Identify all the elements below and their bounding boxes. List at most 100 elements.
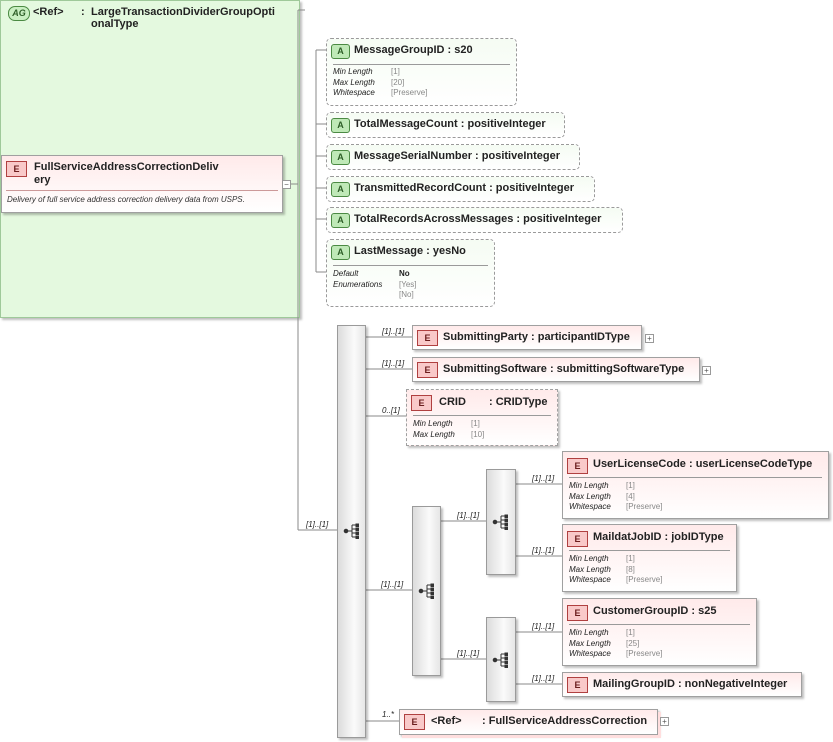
facet-value: [Yes] — [399, 279, 417, 289]
attribute-badge: A — [331, 118, 350, 133]
facet-key: Whitespace — [569, 575, 611, 584]
attribute-badge: A — [331, 150, 350, 165]
root-element-box[interactable]: E FullServiceAddressCorrectionDeliv ery … — [1, 155, 283, 213]
facet-value: [1] — [626, 554, 635, 563]
sequence-icon — [492, 652, 508, 668]
cardinality: [1]..[1] — [532, 674, 555, 683]
element-maildat-job-id[interactable]: E MaildatJobID : jobIDType Min Length Ma… — [562, 524, 737, 592]
expand-toggle[interactable]: + — [645, 334, 654, 343]
cardinality: [1]..[1] — [532, 474, 555, 483]
attribute-group-type-line1: LargeTransactionDividerGroupOpti — [91, 6, 275, 18]
element-facets: Min Length Max Length [1] [10] — [413, 419, 484, 440]
element-mailing-group-id[interactable]: E MailingGroupID : nonNegativeInteger — [562, 672, 802, 697]
facet-key: Min Length — [569, 481, 609, 490]
inner-sequence[interactable] — [412, 506, 441, 676]
element-type: : FullServiceAddressCorrection — [482, 715, 648, 727]
element-type: : CRIDType — [489, 396, 548, 408]
attribute-badge: A — [331, 44, 350, 59]
facet-value: [8] — [626, 564, 635, 574]
attribute-name: TransmittedRecordCount : positiveInteger — [354, 182, 575, 194]
expand-toggle[interactable]: + — [660, 717, 669, 726]
sequence-icon — [492, 514, 508, 530]
element-submitting-party[interactable]: E SubmittingParty : participantIDType — [412, 325, 642, 350]
facet-value: [1] — [626, 481, 635, 490]
attribute-name: MessageSerialNumber : positiveInteger — [354, 150, 561, 162]
element-ref-label: <Ref> — [431, 715, 462, 727]
attribute-group-ref: <Ref> : LargeTransactionDividerGroupOpti… — [33, 6, 275, 30]
attribute-transmitted-record-count[interactable]: A TransmittedRecordCount : positiveInteg… — [326, 176, 595, 202]
element-user-license-code[interactable]: E UserLicenseCode : userLicenseCodeType … — [562, 451, 829, 519]
cardinality: [1]..[1] — [382, 359, 405, 368]
element-submitting-software[interactable]: E SubmittingSoftware : submittingSoftwar… — [412, 357, 700, 382]
sub-sequence-2[interactable] — [486, 617, 516, 702]
facet-value: [1] — [391, 67, 400, 76]
element-name: MailingGroupID : nonNegativeInteger — [593, 678, 788, 690]
cardinality: [1]..[1] — [532, 546, 555, 555]
element-name: SubmittingSoftware : submittingSoftwareT… — [443, 363, 685, 375]
facet-key: Min Length — [569, 628, 609, 637]
root-element-name-line1: FullServiceAddressCorrectionDeliv — [34, 161, 219, 173]
sub-sequence-1[interactable] — [486, 469, 516, 575]
root-element-documentation: Delivery of full service address correct… — [7, 195, 245, 204]
element-name: UserLicenseCode : userLicenseCodeType — [593, 458, 813, 470]
attribute-last-message[interactable]: A LastMessage : yesNo Default Enumeratio… — [326, 239, 495, 307]
expand-toggle[interactable]: + — [702, 366, 711, 375]
facet-value: [Preserve] — [626, 575, 663, 584]
facet-value: [25] — [626, 638, 640, 648]
attribute-total-message-count[interactable]: A TotalMessageCount : positiveInteger — [326, 112, 565, 138]
collapse-toggle[interactable]: − — [282, 180, 291, 189]
cardinality: [1]..[1] — [382, 327, 405, 336]
element-full-service-address-correction-ref[interactable]: E <Ref> : FullServiceAddressCorrection — [399, 709, 658, 735]
element-badge: E — [567, 531, 588, 547]
attribute-total-records-across-messages[interactable]: A TotalRecordsAcrossMessages : positiveI… — [326, 207, 623, 233]
facet-key: Max Length — [413, 429, 455, 439]
facet-key: Min Length — [569, 554, 609, 563]
facet-key: Max Length — [569, 564, 611, 574]
attribute-name: LastMessage : yesNo — [354, 245, 466, 257]
element-name: MaildatJobID : jobIDType — [593, 531, 724, 543]
cardinality: [1]..[1] — [457, 649, 480, 658]
attribute-message-serial-number[interactable]: A MessageSerialNumber : positiveInteger — [326, 144, 580, 170]
facet-value: [No] — [399, 290, 414, 299]
element-badge: E — [567, 458, 588, 474]
cardinality: [1]..[1] — [457, 511, 480, 520]
element-badge: E — [567, 605, 588, 621]
cardinality: 1..* — [382, 710, 395, 719]
main-sequence[interactable] — [337, 325, 366, 738]
facet-key: Min Length — [413, 419, 453, 428]
element-badge: E — [567, 677, 588, 693]
element-badge: E — [6, 161, 27, 177]
facet-value: [1] — [471, 419, 480, 428]
cardinality: [1]..[1] — [532, 622, 555, 631]
element-customer-group-id[interactable]: E CustomerGroupID : s25 Min Length Max L… — [562, 598, 757, 666]
element-name: CRID — [439, 396, 466, 408]
facet-value: No — [399, 269, 410, 278]
attribute-group-type: LargeTransactionDividerGroupOpti onalTyp… — [91, 6, 286, 30]
attribute-name: MessageGroupID : s20 — [354, 44, 473, 56]
element-facets: Min Length Max Length Whitespace [1] [8]… — [569, 554, 662, 586]
element-crid[interactable]: E CRID : CRIDType Min Length Max Length … — [406, 389, 558, 446]
attribute-message-group-id[interactable]: A MessageGroupID : s20 Min Length Max Le… — [326, 38, 517, 106]
cardinality: [1]..[1] — [381, 580, 404, 589]
facet-value: [Preserve] — [391, 88, 428, 97]
attribute-group-badge: AG — [8, 6, 30, 21]
attribute-badge: A — [331, 213, 350, 228]
element-name: CustomerGroupID : s25 — [593, 605, 717, 617]
element-badge: E — [404, 714, 425, 730]
root-element-name-line2: ery — [34, 174, 51, 186]
facet-value: [Preserve] — [626, 649, 663, 658]
attribute-badge: A — [331, 245, 350, 260]
element-badge: E — [411, 395, 432, 411]
facet-value: [20] — [391, 77, 405, 87]
element-badge: E — [417, 362, 438, 378]
attribute-name: TotalMessageCount : positiveInteger — [354, 118, 546, 130]
facet-value: [Preserve] — [626, 502, 663, 511]
element-facets: Min Length Max Length Whitespace [1] [25… — [569, 628, 662, 660]
attribute-group-colon: : — [81, 6, 85, 18]
facet-key: Whitespace — [569, 502, 611, 511]
element-name: SubmittingParty : participantIDType — [443, 331, 630, 343]
facet-value: [10] — [471, 429, 485, 439]
facet-value: [4] — [626, 491, 635, 501]
facet-value: [1] — [626, 628, 635, 637]
